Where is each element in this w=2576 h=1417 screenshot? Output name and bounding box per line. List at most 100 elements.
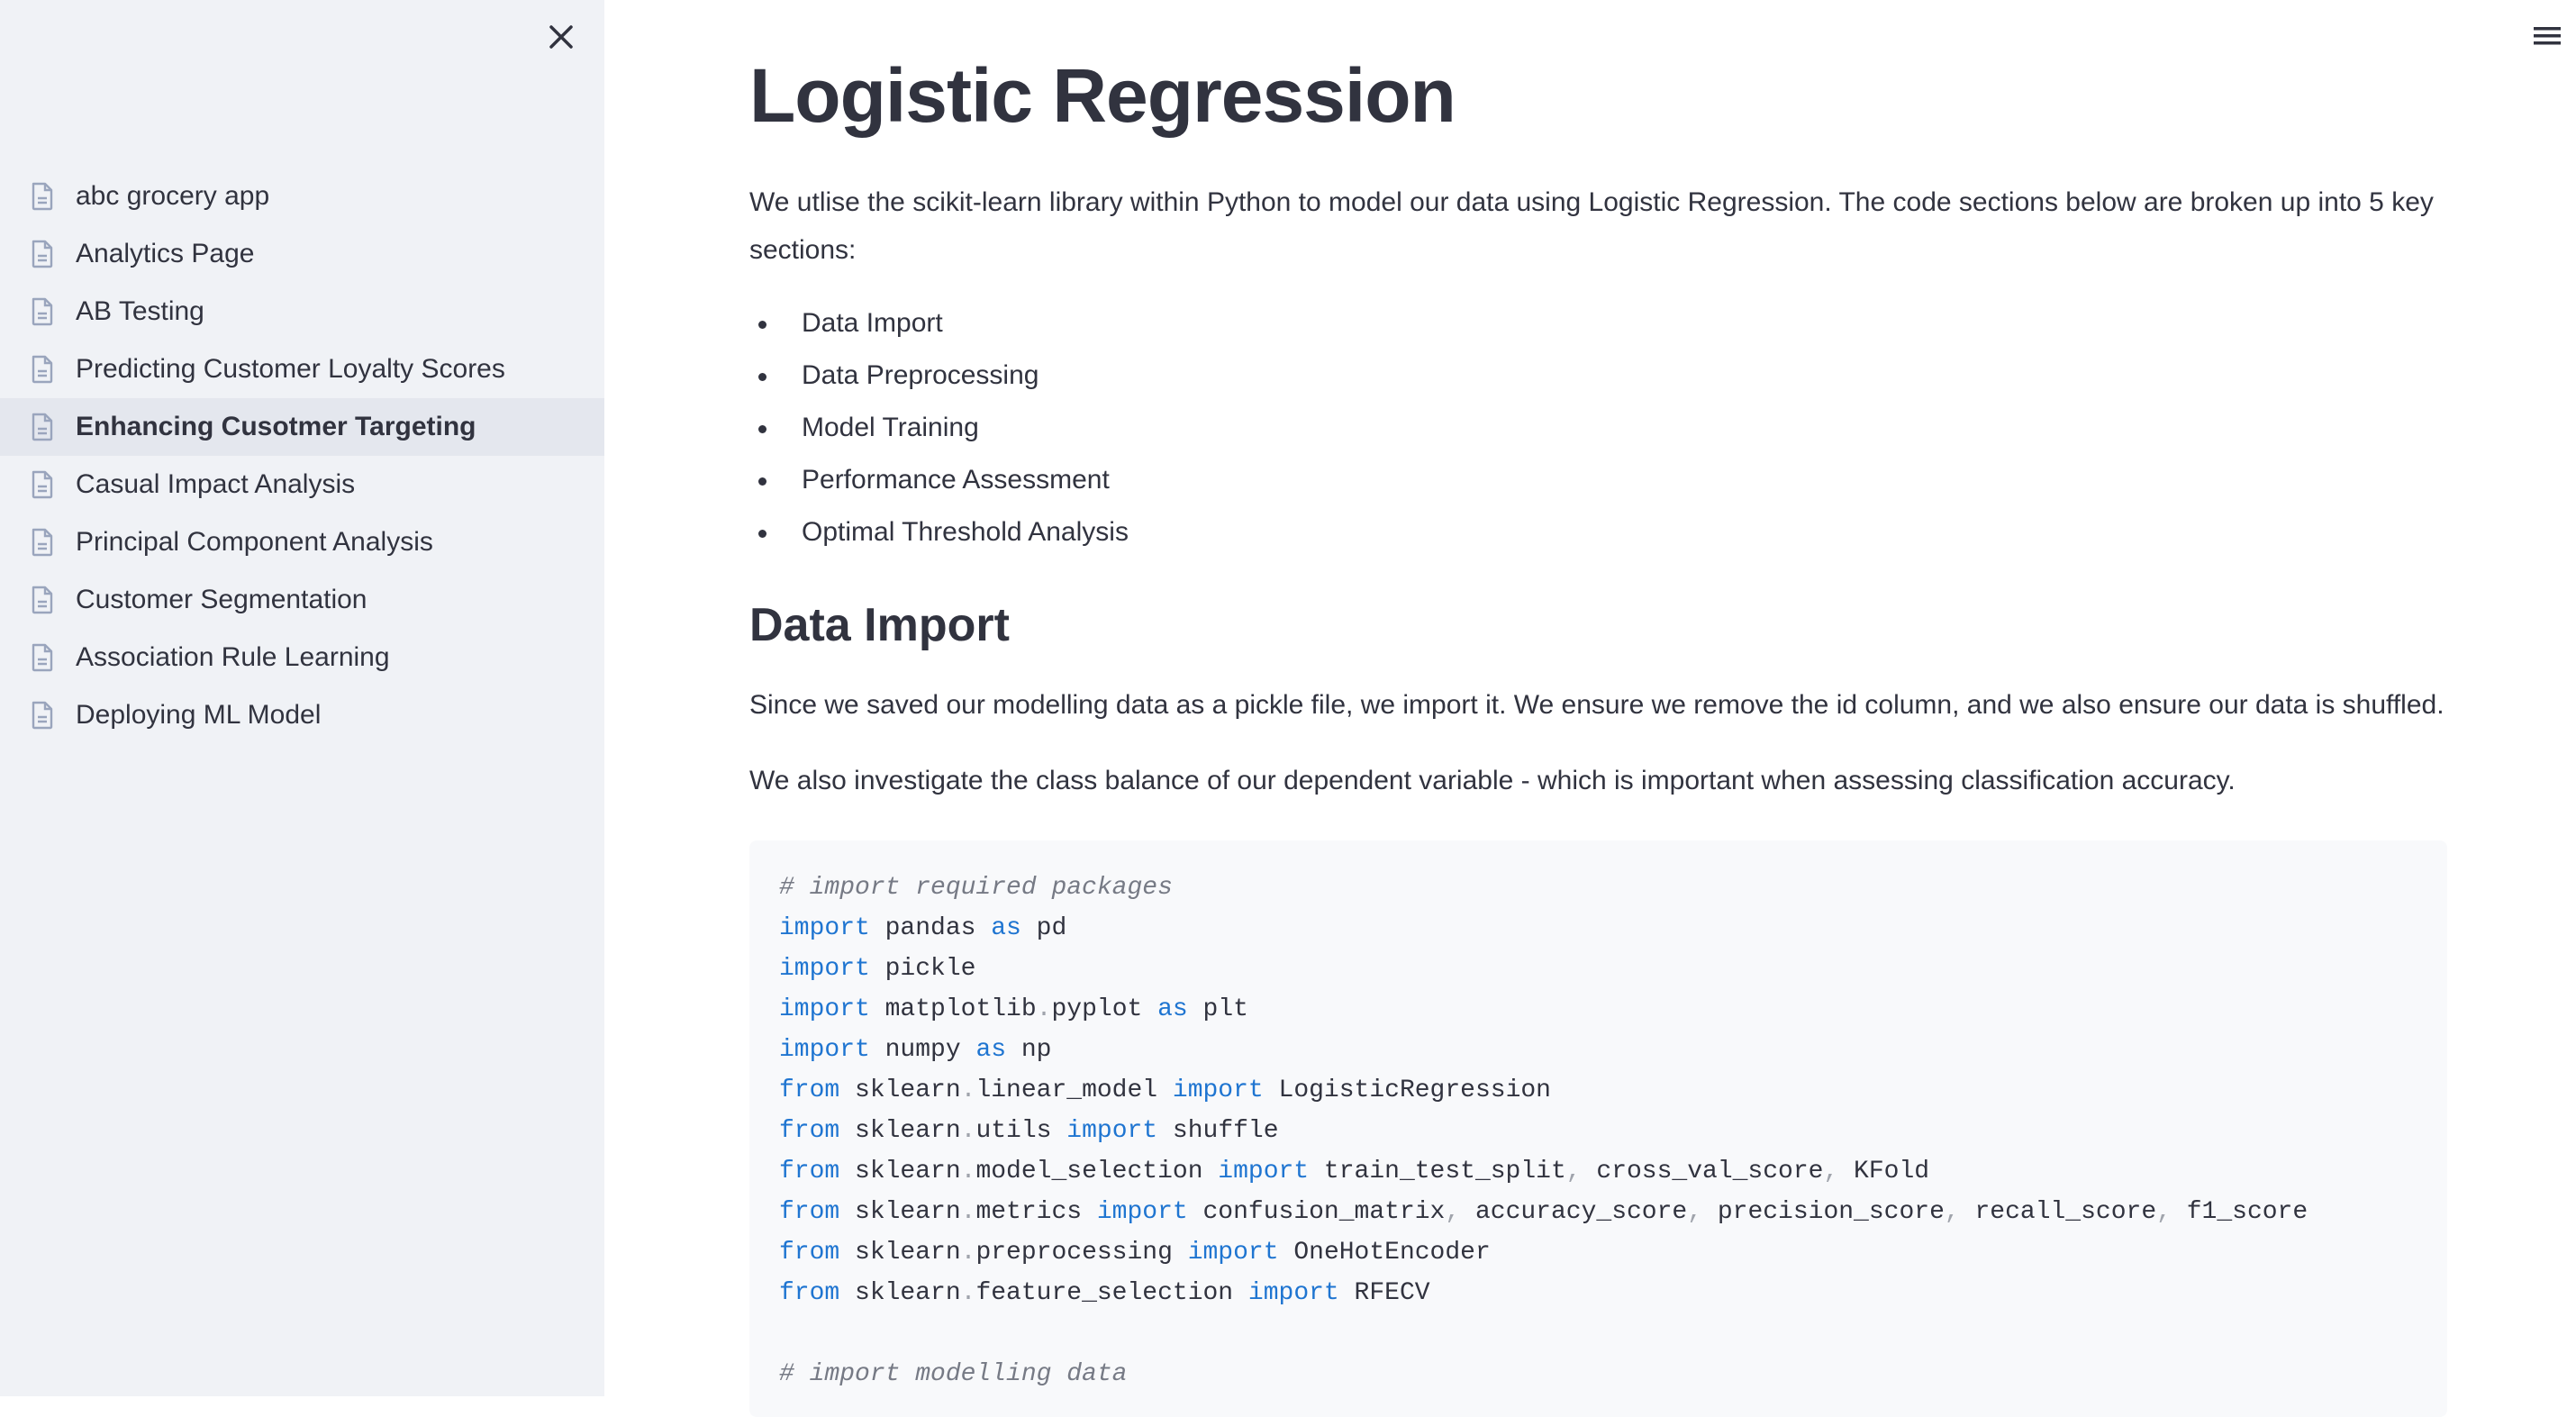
code-token: , [1565, 1158, 1582, 1185]
code-keyword: import [779, 995, 870, 1023]
code-keyword: import [779, 955, 870, 983]
page-icon [31, 701, 54, 730]
code-keyword: as [975, 1036, 1007, 1064]
code-token: sklearn [839, 1239, 961, 1267]
code-token: pickle [869, 955, 976, 983]
code-token: . [960, 1076, 976, 1104]
code-token: np [1006, 1036, 1052, 1064]
code-line: # import modelling data [779, 1354, 2447, 1394]
code-token: sklearn [839, 1279, 961, 1307]
code-token: matplotlib [869, 995, 1037, 1023]
page-icon [31, 355, 54, 384]
code-token: KFold [1838, 1158, 1930, 1185]
sidebar-item-label: Analytics Page [76, 239, 255, 268]
sidebar-item-label: Enhancing Cusotmer Targeting [76, 412, 476, 441]
code-line: import pickle [779, 949, 2447, 989]
page-icon [31, 297, 54, 326]
sidebar-item-label: Deploying ML Model [76, 700, 322, 730]
sidebar-item-ab-testing[interactable]: AB Testing [0, 283, 604, 341]
sidebar-item-label: abc grocery app [76, 181, 270, 211]
sidebar-item-label: Association Rule Learning [76, 642, 390, 672]
code-keyword: import [1096, 1198, 1188, 1226]
sidebar-item-principal-component-analysis[interactable]: Principal Component Analysis [0, 513, 604, 571]
code-line: import numpy as np [779, 1030, 2447, 1070]
code-token: metrics [975, 1198, 1097, 1226]
sidebar-item-label: Principal Component Analysis [76, 527, 433, 557]
close-icon [549, 25, 573, 49]
code-token: RFECV [1338, 1279, 1430, 1307]
page-icon [31, 413, 54, 441]
code-token: . [960, 1198, 976, 1226]
list-item: Optimal Threshold Analysis [749, 506, 1129, 559]
code-line: from sklearn.feature_selection import RF… [779, 1273, 2447, 1313]
list-item: Data Import [749, 297, 1129, 350]
sidebar-item-casual-impact-analysis[interactable]: Casual Impact Analysis [0, 456, 604, 513]
code-token: plt [1187, 995, 1248, 1023]
code-token: feature_selection [975, 1279, 1248, 1307]
code-token: , [2156, 1198, 2172, 1226]
intro-text: We utlise the scikit-learn library withi… [749, 187, 2434, 265]
main-menu-button[interactable] [2529, 22, 2565, 50]
code-line: from sklearn.utils import shuffle [779, 1111, 2447, 1151]
code-token: OneHotEncoder [1278, 1239, 1491, 1267]
code-token: cross_val_score [1581, 1158, 1824, 1185]
code-token: pyplot [1051, 995, 1158, 1023]
code-line: from sklearn.model_selection import trai… [779, 1151, 2447, 1192]
code-line: import pandas as pd [779, 908, 2447, 949]
code-token: sklearn [839, 1198, 961, 1226]
code-token: . [960, 1239, 976, 1267]
code-token: , [1445, 1198, 1461, 1226]
code-keyword: import [779, 914, 870, 942]
code-token: . [960, 1158, 976, 1185]
code-token: linear_model [975, 1076, 1173, 1104]
code-comment: # import modelling data [779, 1360, 1128, 1388]
sidebar-item-enhancing-cusotmer-targeting[interactable]: Enhancing Cusotmer Targeting [0, 398, 604, 456]
list-item: Data Preprocessing [749, 350, 1129, 402]
page-icon [31, 586, 54, 614]
page-icon [31, 182, 54, 211]
code-token: , [1687, 1198, 1703, 1226]
code-token: . [960, 1117, 976, 1145]
code-line [779, 1313, 2447, 1354]
list-item: Performance Assessment [749, 454, 1129, 506]
code-keyword: as [1157, 995, 1188, 1023]
code-token: f1_score [2171, 1198, 2308, 1226]
page-icon [31, 470, 54, 499]
code-token: LogisticRegression [1263, 1076, 1551, 1104]
sidebar-item-deploying-ml-model[interactable]: Deploying ML Model [0, 686, 604, 744]
code-token: precision_score [1702, 1198, 1945, 1226]
code-keyword: import [779, 1036, 870, 1064]
sidebar-item-customer-segmentation[interactable]: Customer Segmentation [0, 571, 604, 629]
sidebar-item-label: Casual Impact Analysis [76, 469, 356, 499]
code-token: sklearn [839, 1076, 961, 1104]
code-keyword: import [1187, 1239, 1279, 1267]
page-icon [31, 240, 54, 268]
section-heading-data-import: Data Import [749, 599, 1010, 651]
code-token: . [960, 1279, 976, 1307]
sidebar-item-association-rule-learning[interactable]: Association Rule Learning [0, 629, 604, 686]
code-line: from sklearn.preprocessing import OneHot… [779, 1232, 2447, 1273]
hamburger-menu-icon [2534, 27, 2561, 45]
code-token: pd [1020, 914, 1067, 942]
code-line: # import required packages [779, 867, 2447, 908]
code-token: , [1944, 1198, 1960, 1226]
sidebar-item-abc-grocery-app[interactable]: abc grocery app [0, 168, 604, 225]
code-keyword: from [779, 1239, 840, 1267]
code-keyword: import [1066, 1117, 1158, 1145]
sidebar-item-predicting-customer-loyalty-scores[interactable]: Predicting Customer Loyalty Scores [0, 341, 604, 398]
code-keyword: from [779, 1158, 840, 1185]
code-line: from sklearn.metrics import confusion_ma… [779, 1192, 2447, 1232]
code-token: preprocessing [975, 1239, 1188, 1267]
code-line: import matplotlib.pyplot as plt [779, 989, 2447, 1030]
code-keyword: import [1172, 1076, 1264, 1104]
close-sidebar-button[interactable] [544, 20, 578, 54]
sidebar-item-label: Customer Segmentation [76, 585, 367, 614]
code-token: numpy [869, 1036, 976, 1064]
code-keyword: from [779, 1117, 840, 1145]
code-token: pandas [869, 914, 992, 942]
sidebar-item-analytics-page[interactable]: Analytics Page [0, 225, 604, 283]
code-keyword: import [1247, 1279, 1339, 1307]
